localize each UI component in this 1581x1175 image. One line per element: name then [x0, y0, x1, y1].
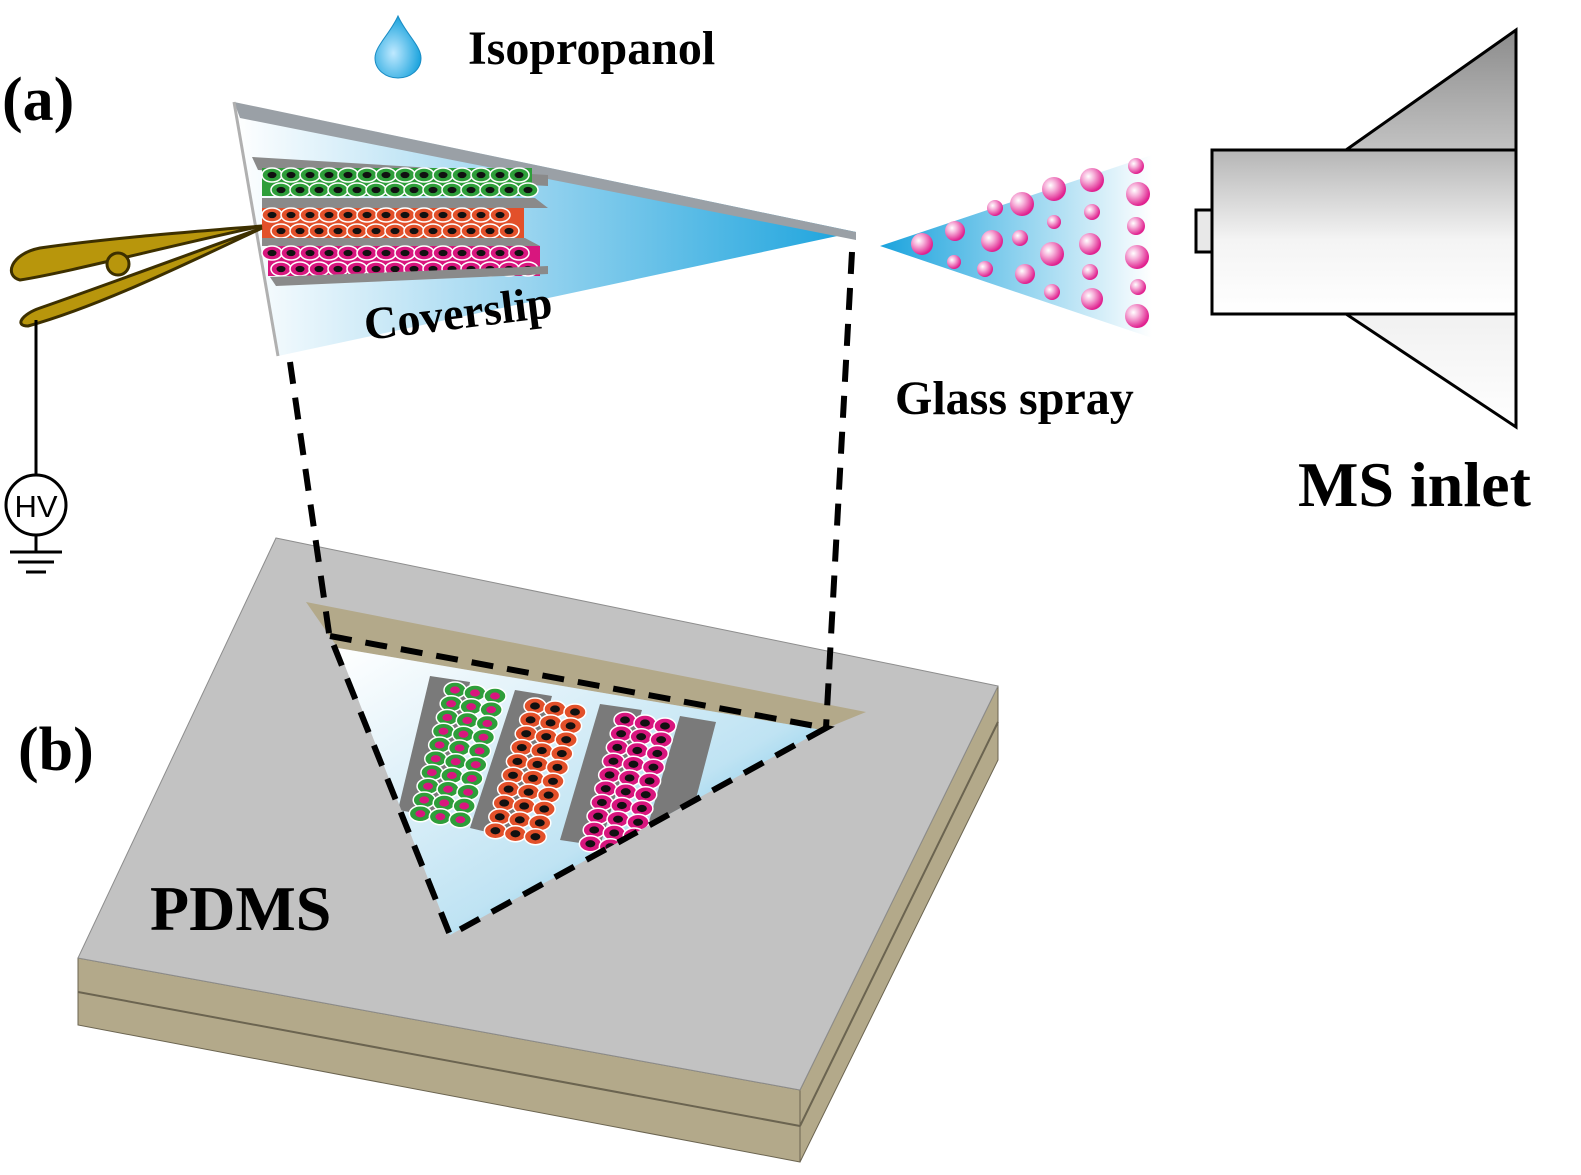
pdms-label: PDMS [150, 873, 331, 944]
glass-spray-label: Glass spray [895, 372, 1134, 425]
hv-label: HV [14, 489, 57, 524]
pdms-recess-wall [306, 602, 866, 730]
isopropanol-drop-icon [374, 14, 422, 79]
ms-inlet-icon [1194, 27, 1518, 430]
projection-lines [287, 251, 855, 940]
recess-cell-strips [398, 676, 716, 860]
panel-a-label: (a) [2, 66, 74, 134]
clamp-icon [9, 224, 263, 328]
spray-droplets [911, 158, 1150, 328]
ground-icon [10, 535, 62, 574]
ms-inlet-label: MS inlet [1298, 449, 1532, 520]
coverslip-cell-strips [252, 157, 548, 286]
coverslip-edge [234, 102, 856, 240]
isopropanol-label: Isopropanol [468, 22, 715, 75]
panel-b-label: (b) [18, 716, 94, 784]
